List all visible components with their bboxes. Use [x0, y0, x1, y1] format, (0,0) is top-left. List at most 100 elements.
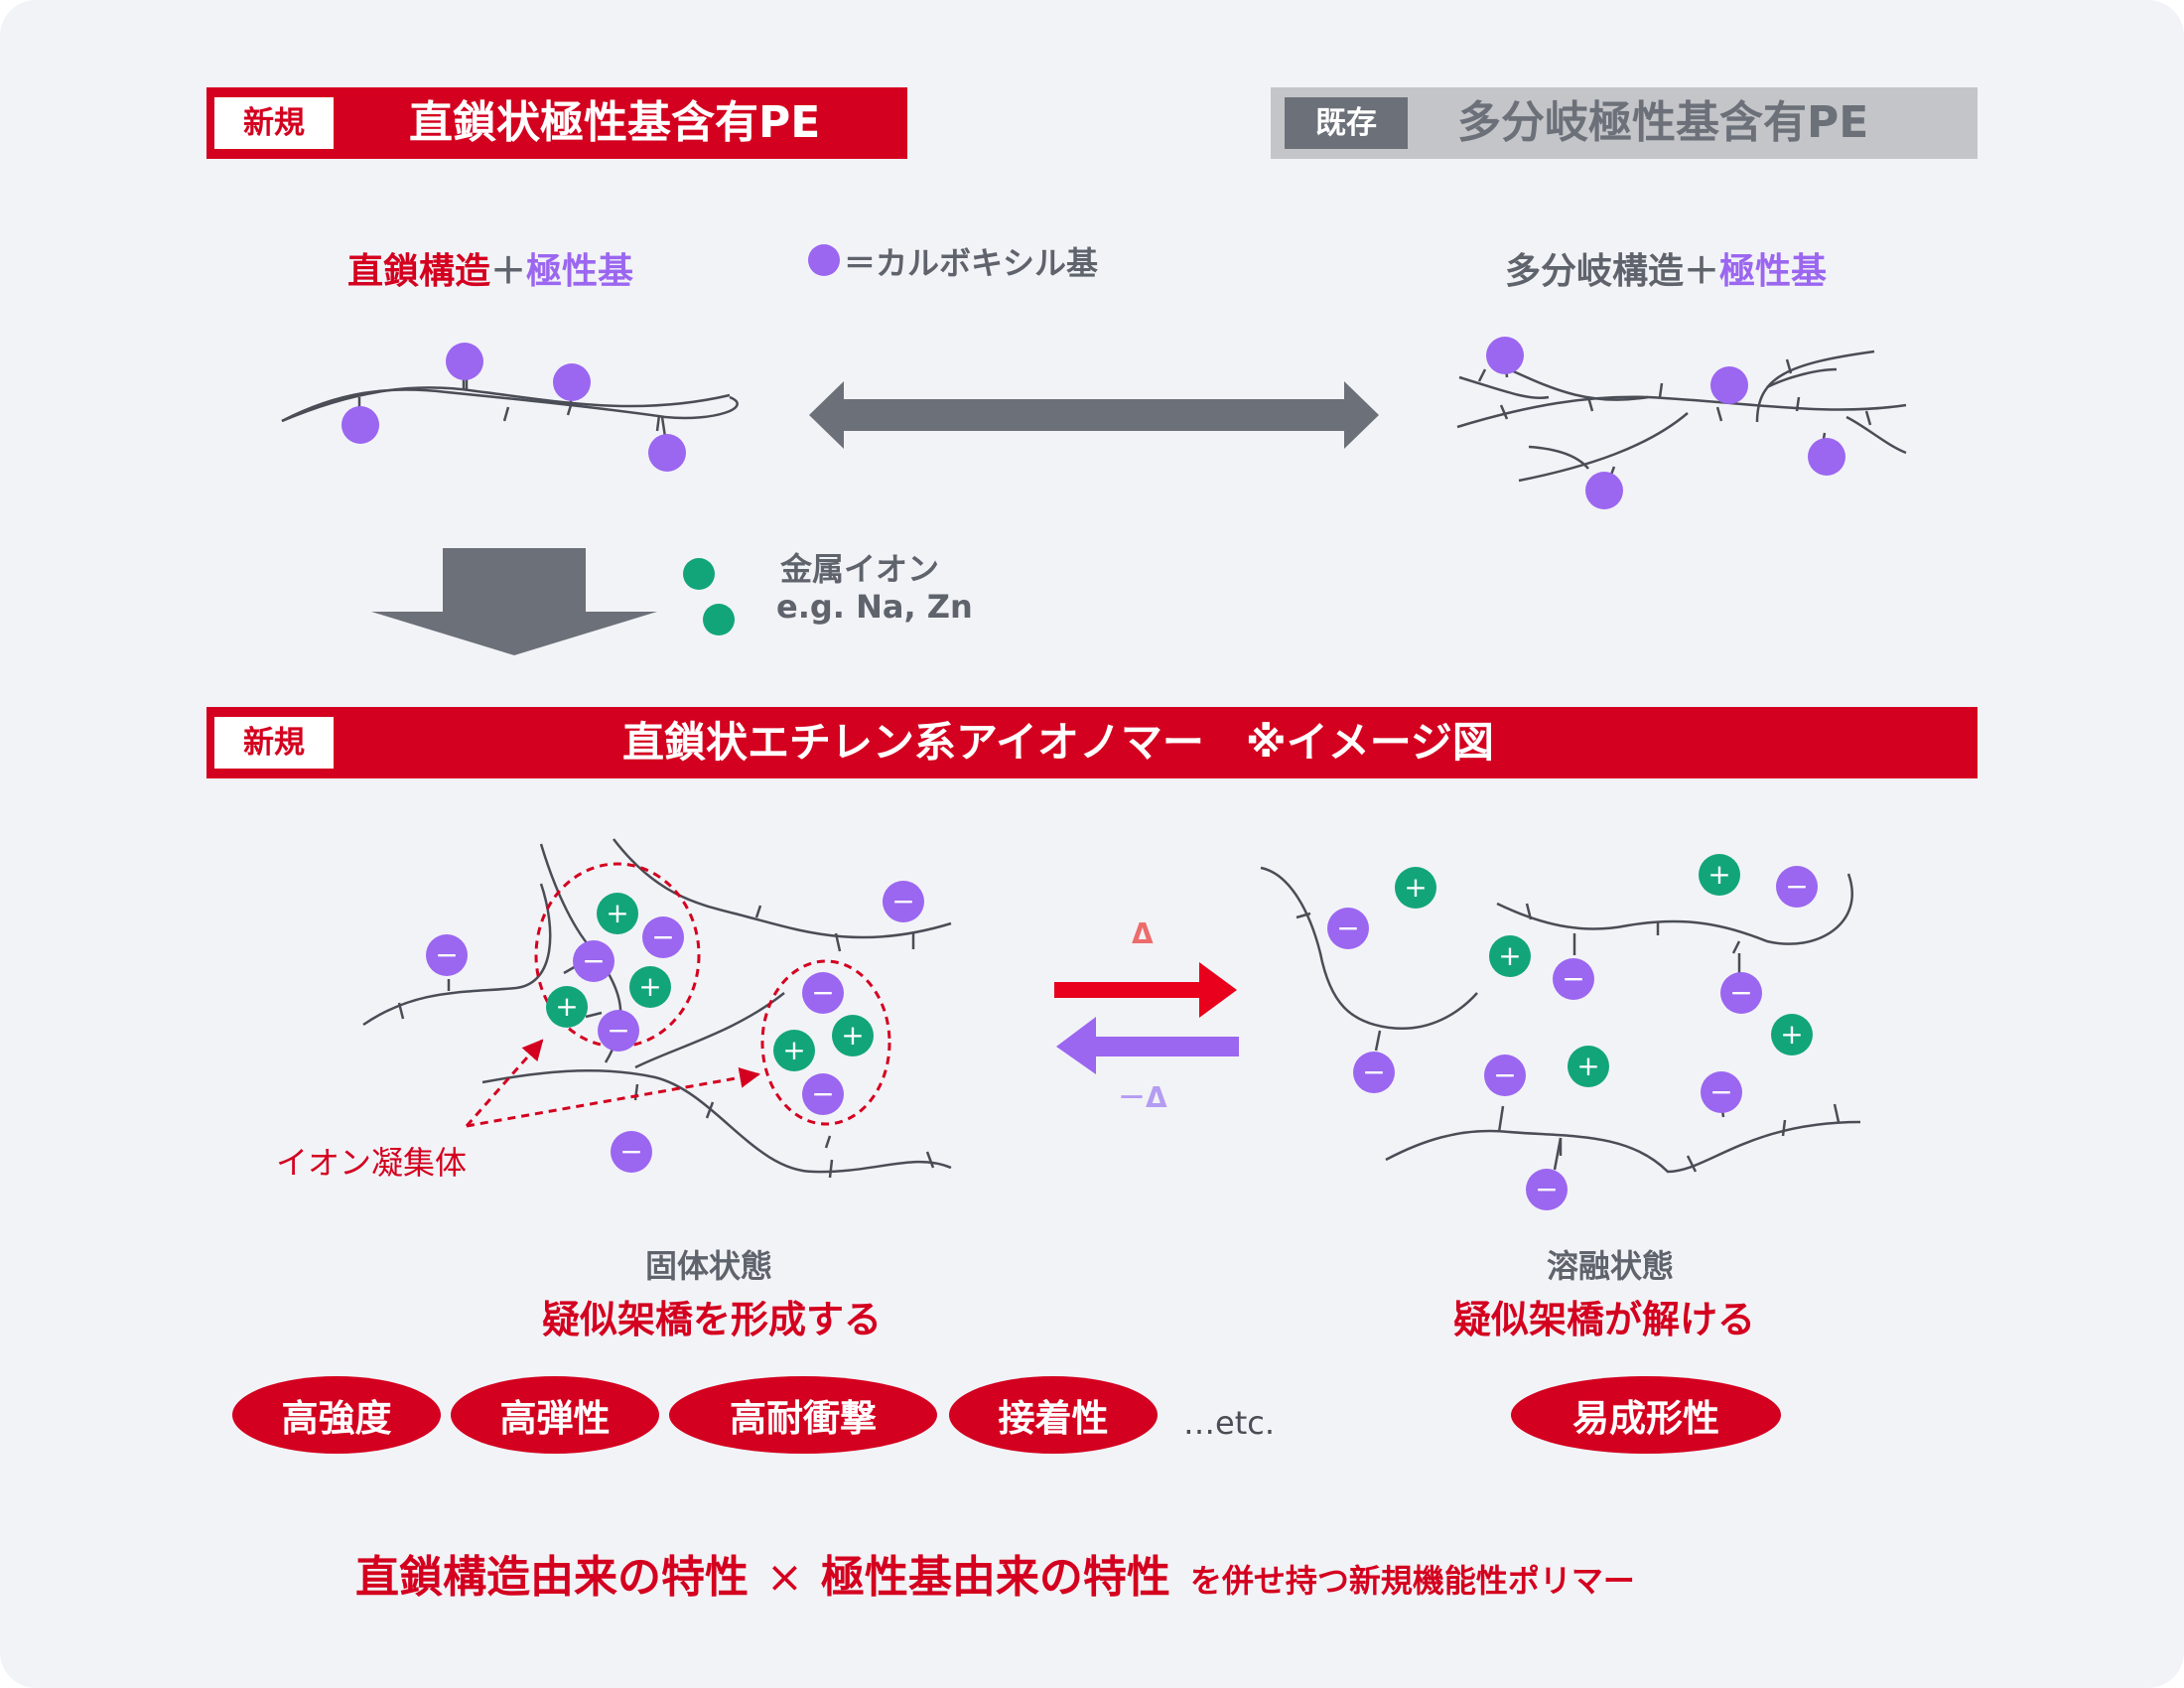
svg-text:−: − [1562, 962, 1584, 995]
plus-sign: ＋ [1684, 251, 1720, 292]
ionomer-title: 直鎖状エチレン系アイオノマー ※イメージ図 [622, 718, 1494, 767]
svg-text:−: − [582, 944, 605, 977]
property-pill-impact-resistance: 高耐衝撃 [669, 1376, 937, 1454]
svg-text:+: + [841, 1019, 864, 1052]
carboxylate-anion: − [598, 1010, 639, 1052]
plus-sign: ＋ [490, 251, 527, 292]
carboxylate-anion: − [1776, 866, 1818, 908]
svg-text:−: − [811, 976, 834, 1009]
svg-text:+: + [1707, 858, 1730, 891]
svg-text:−: − [435, 938, 458, 971]
carboxylate-anion: − [1720, 972, 1762, 1014]
svg-text:+: + [1404, 871, 1427, 904]
carboxylate-anion: − [1484, 1055, 1526, 1096]
aggregate-pointer-arrows [465, 1039, 761, 1128]
metal-cation: + [1395, 867, 1436, 909]
svg-text:−: − [1785, 870, 1808, 903]
carboxylate-anion: − [1327, 908, 1369, 949]
svg-text:+: + [782, 1034, 805, 1066]
down-arrow [371, 548, 657, 655]
metal-cation: + [773, 1030, 815, 1071]
metal-cation: + [546, 986, 588, 1028]
svg-text:+: + [555, 990, 578, 1023]
svg-text:−: − [619, 1135, 642, 1168]
footer-part-linear: 直鎖構造由来の特性 [355, 1552, 749, 1603]
svg-text:−: − [651, 920, 674, 953]
svg-text:−: − [1729, 976, 1752, 1009]
footer-statement: 直鎖構造由来の特性 × 極性基由来の特性を併せ持つ新規機能性ポリマー [355, 1541, 1635, 1605]
polar-group-text: 極性基 [1719, 251, 1828, 292]
metal-cation: + [1771, 1014, 1813, 1055]
heat-arrow [1054, 962, 1237, 1018]
branched-chain [1456, 350, 1907, 483]
solid-state-label: 固体状態 [645, 1247, 773, 1285]
svg-text:+: + [1576, 1050, 1599, 1082]
carboxylate-anion: − [1553, 958, 1594, 1000]
carboxylate-anion: − [573, 940, 614, 982]
svg-text:−: − [1535, 1173, 1558, 1205]
etc-label: …etc. [1183, 1404, 1275, 1442]
metal-ion-label: 金属イオン [780, 550, 940, 588]
carboxylate-anion: − [883, 881, 924, 922]
new-tag: 新規 [214, 717, 334, 769]
existing-pe-title: 多分岐極性基含有PE [1457, 97, 1869, 148]
melt-state-label: 溶融状態 [1547, 1247, 1675, 1285]
property-pill-moldability: 易成形性 [1511, 1376, 1781, 1454]
carboxylate-anion: − [1353, 1052, 1395, 1093]
footer-part-polar: 極性基由来の特性 [820, 1552, 1170, 1603]
carboxylate-anion: − [1701, 1071, 1742, 1113]
svg-text:−: − [811, 1077, 834, 1110]
carboxyl-groups [341, 343, 686, 472]
ionomer-header-bar [206, 707, 1978, 778]
ion-aggregate-outlines [534, 862, 891, 1126]
property-pill-high-elasticity: 高弾性 [451, 1376, 659, 1454]
melt-state-effect: 疑似架橋が解ける [1453, 1298, 1756, 1341]
carboxylate-anion: − [1526, 1169, 1568, 1210]
cool-arrow [1056, 1017, 1239, 1074]
linear-structure-text: 直鎖構造 [347, 251, 491, 292]
svg-text:−: − [891, 885, 914, 917]
footer-part-summary: を併せ持つ新規機能性ポリマー [1189, 1562, 1635, 1600]
solid-state-ions: +−−++−−++−−−− [426, 881, 924, 1173]
metal-cation: + [1568, 1046, 1609, 1087]
svg-text:+: + [1498, 939, 1521, 972]
metal-cation: + [597, 893, 638, 934]
carboxylate-anion: − [611, 1131, 652, 1173]
branched-structure-label: 多分岐構造＋極性基 [1505, 242, 1827, 294]
existing-tag: 既存 [1285, 97, 1408, 149]
footer-times: × [766, 1552, 803, 1603]
metal-ion-icons [683, 558, 735, 635]
metal-ion-example: e.g. Na, Zn [776, 588, 973, 626]
svg-text:−: − [607, 1014, 629, 1047]
carboxylate-anion: − [802, 972, 844, 1014]
polar-group-text: 極性基 [526, 251, 634, 292]
carboxylate-anion: − [426, 934, 468, 976]
metal-cation: + [1699, 854, 1740, 896]
cool-label: －Δ [1118, 1081, 1167, 1114]
svg-text:+: + [1780, 1018, 1803, 1051]
property-pill-adhesion: 接着性 [949, 1376, 1158, 1454]
linear-structure-label: 直鎖構造＋極性基 [347, 242, 633, 294]
double-arrow [809, 381, 1379, 449]
solid-state-effect: 疑似架橋を形成する [542, 1298, 883, 1341]
ion-aggregate-label: イオン凝集体 [276, 1144, 468, 1182]
melt-state-ions: +−+−+−−+−−+−− [1327, 854, 1818, 1210]
property-pill-high-strength: 高強度 [232, 1376, 441, 1454]
linear-chain [281, 386, 739, 423]
heat-label: Δ [1132, 917, 1154, 950]
svg-text:+: + [638, 970, 661, 1003]
branched-structure-text: 多分岐構造 [1505, 251, 1685, 292]
metal-cation: + [1489, 935, 1531, 977]
carboxylate-anion: − [642, 916, 684, 958]
carboxyl-legend-dot [808, 244, 840, 276]
new-tag: 新規 [214, 97, 334, 149]
metal-cation: + [832, 1015, 874, 1056]
svg-text:−: − [1336, 912, 1359, 944]
carboxyl-legend-text: ＝カルボキシル基 [844, 244, 1099, 282]
svg-text:−: − [1709, 1075, 1732, 1108]
carboxylate-anion: − [802, 1073, 844, 1115]
metal-cation: + [629, 966, 671, 1008]
svg-text:+: + [606, 897, 628, 929]
melt-state-chains [1260, 866, 1861, 1174]
